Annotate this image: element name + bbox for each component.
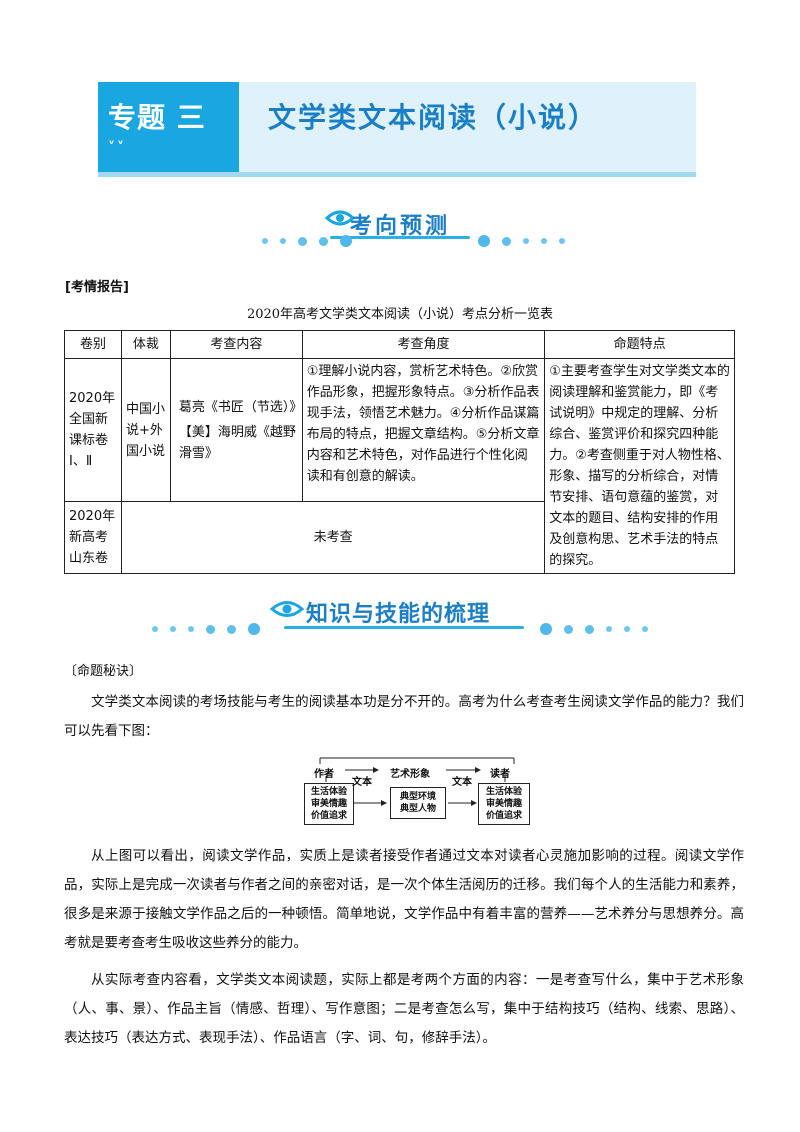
table-row: 2020年新高考山东卷 未考查 — [64, 501, 735, 574]
cell-juanbie: 2020年全国新课标卷Ⅰ、Ⅱ — [64, 357, 122, 503]
header-cell-ticai: 体裁 — [120, 330, 171, 359]
box-line: 生活体验 — [310, 787, 347, 797]
cell-juanbie: 2020年新高考山东卷 — [64, 501, 122, 574]
exam-analysis-table: 卷别 体裁 考查内容 考查角度 命题特点 2020年全国新课标卷Ⅰ、Ⅱ 中国小说… — [64, 330, 735, 574]
diagram-text-label: 文本 — [352, 777, 372, 788]
box-line: 生活体验 — [485, 787, 522, 797]
mingti-label: 〔命题秘诀〕 — [64, 664, 143, 679]
table-header-row: 卷别 体裁 考查内容 考查角度 命题特点 — [64, 330, 735, 359]
diagram-center-box: 典型环境 典型人物 — [390, 787, 446, 819]
box-line: 典型人物 — [399, 804, 436, 814]
diagram-text-label: 文本 — [452, 777, 472, 788]
diagram-image: 艺术形象 — [390, 769, 430, 780]
header-cell-tedian: 命题特点 — [544, 330, 735, 359]
topic-banner: 专题 三 ˅˅ 文学类文本阅读（小说） — [98, 82, 696, 178]
paragraph: 从实际考查内容看，文学类文本阅读题，实际上都是考两个方面的内容：一是考查写什么，… — [64, 972, 744, 1046]
table-caption: 2020年高考文学类文本阅读（小说）考点分析一览表 — [246, 307, 554, 322]
header-cell-jiaodu: 考查角度 — [301, 330, 546, 359]
cell-neirong: 葛亮《书匠（节选）》 【美】海明威《越野滑雪》 — [169, 357, 303, 503]
decorative-dots-right — [478, 235, 565, 247]
section-underline — [284, 626, 524, 629]
page-title: 文学类文本阅读（小说） — [268, 101, 599, 134]
chevron-down-icon: ˅˅ — [108, 140, 126, 156]
diagram-right-box: 生活体验 审美情趣 价值追求 — [478, 783, 530, 825]
box-line: 典型环境 — [399, 792, 436, 802]
neirong-item: 葛亮《书匠（节选）》 — [178, 399, 303, 415]
banner-blue-block — [98, 82, 239, 172]
header-cell-neirong: 考查内容 — [169, 330, 303, 359]
cell-tedian: ①主要考查学生对文学类文本的阅读理解和鉴赏能力，即《考试说明》中规定的理解、分析… — [544, 358, 735, 574]
diagram-author: 作者 — [314, 769, 334, 780]
banner-underline — [98, 172, 696, 177]
decorative-dots-left — [152, 623, 260, 635]
paragraph: 文学类文本阅读的考场技能与考生的阅读基本功是分不开的。高考为什么考查考生阅读文学… — [64, 694, 744, 739]
section-heading-knowledge: 知识与技能的梳理 — [0, 590, 800, 650]
diagram-left-box: 生活体验 审美情趣 价值追求 — [304, 783, 354, 825]
box-line: 价值追求 — [485, 811, 522, 821]
cell-ticai: 中国小说+外国小说 — [120, 357, 171, 503]
diagram-reader: 读者 — [490, 769, 510, 780]
table-row: 2020年全国新课标卷Ⅰ、Ⅱ 中国小说+外国小说 葛亮《书匠（节选）》 【美】海… — [64, 357, 735, 574]
decorative-dots-right — [540, 623, 648, 635]
decorative-dots-left — [262, 235, 352, 247]
cell-jiaodu: ①理解小说内容，赏析艺术特色。②欣赏作品形象，把握形象特点。③分析作品表现手法，… — [301, 357, 546, 503]
box-line: 审美情趣 — [310, 799, 347, 809]
topic-number: 专题 三 — [108, 101, 206, 134]
report-label: [考情报告] — [65, 280, 129, 295]
box-line: 审美情趣 — [485, 799, 522, 809]
cell-merged: 未考查 — [120, 501, 546, 574]
paragraph: 从上图可以看出，阅读文学作品，实质上是读者接受作者通过文本对读者心灵施加影响的过… — [64, 848, 744, 951]
banner-light-block — [239, 82, 696, 172]
neirong-item: 【美】海明威《越野滑雪》 — [178, 424, 296, 461]
eye-icon — [270, 601, 304, 617]
section-title: 知识与技能的梳理 — [306, 602, 491, 627]
header-cell-juanbie: 卷别 — [64, 330, 122, 359]
box-line: 价值追求 — [310, 811, 347, 821]
eye-icon — [325, 210, 355, 226]
diagram-arrows — [319, 757, 515, 806]
section-title: 考向预测 — [350, 214, 451, 239]
section-underline — [330, 236, 470, 239]
section-heading-forecast: 考向预测 — [0, 198, 800, 258]
reading-diagram: 作者 文本 艺术形象 文本 读者 生活体验 审美情趣 价值追求 典型环境 典型人… — [300, 756, 534, 828]
